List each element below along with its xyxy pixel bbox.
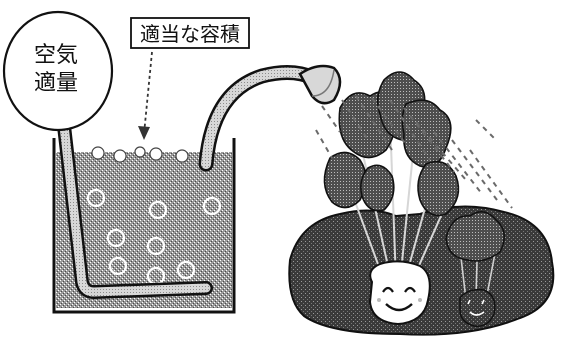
air-bubble-icon — [91, 146, 105, 160]
air-bubble-icon — [202, 196, 222, 216]
air-bubble-icon — [86, 188, 106, 208]
radish-root — [368, 260, 431, 326]
smiling-face-icon — [377, 286, 422, 312]
volume-pointer-arrow — [138, 51, 153, 140]
air-label-line2: 適量 — [34, 71, 78, 96]
watering-pipe — [201, 67, 319, 169]
air-bubble-icon — [106, 228, 126, 248]
water-spray — [315, 95, 513, 209]
air-bubble-icon — [149, 147, 163, 161]
volume-label: 適当な容積 — [130, 17, 250, 49]
air-bubble-icon — [134, 146, 146, 158]
air-label-circle — [2, 10, 114, 132]
radish-plant-icon — [323, 71, 460, 326]
tank-walls — [52, 138, 236, 314]
small-radish-plant — [445, 211, 505, 327]
air-label-line1: 空気 — [34, 43, 78, 68]
air-label-callout: 空気 適量 — [2, 10, 114, 132]
air-bubble-icon — [113, 149, 127, 163]
volume-label-text: 適当な容積 — [140, 22, 240, 46]
air-bubble-icon — [108, 256, 128, 276]
watering-pipe-outline — [198, 65, 322, 172]
air-bubble-icon — [175, 149, 189, 163]
watering-can-icon — [298, 64, 342, 105]
volume-label-box — [130, 17, 250, 49]
air-pipe — [59, 121, 211, 297]
air-bubble-icon — [148, 200, 168, 220]
air-bubble-icon — [176, 260, 196, 280]
smiling-face-icon — [467, 299, 485, 316]
air-bubble-icon — [146, 236, 166, 256]
small-radish-root — [459, 288, 496, 327]
